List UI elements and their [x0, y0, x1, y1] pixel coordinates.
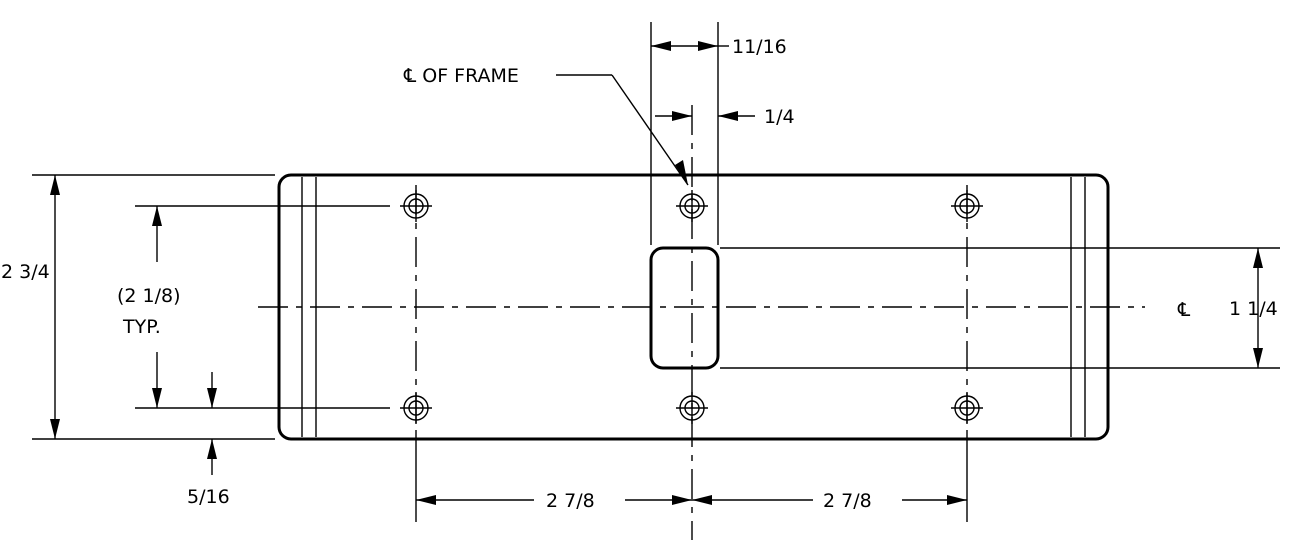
hole-edge-offset-label: 5/16 [187, 486, 230, 508]
hole-top-middle [676, 190, 708, 222]
center-slot [649, 246, 720, 370]
slot-height-label: 1 1/4 [1229, 298, 1278, 320]
hole-top-right [951, 190, 983, 222]
holes [400, 190, 983, 424]
centerline-frame-label: ℄ OF FRAME [403, 65, 519, 87]
hole-spacing-vertical-label: (2 1/8) [117, 285, 181, 307]
hole-bottom-right [951, 392, 983, 424]
dimension-hole-edge-offset: 5/16 [187, 372, 230, 508]
dimension-hole-spacing-vertical: (2 1/8) TYP. [117, 205, 390, 409]
dimension-centerline-offset: 1/4 [655, 106, 795, 128]
centerlines [258, 105, 1145, 540]
centerline-frame-callout: ℄ OF FRAME [403, 65, 689, 186]
hole-spacing-right-label: 2 7/8 [823, 490, 872, 512]
dimension-overall-height: 2 3/4 [1, 174, 275, 440]
hole-top-left [400, 190, 432, 222]
dimension-slot-width: 11/16 [650, 22, 787, 245]
hole-bottom-left [400, 392, 432, 424]
hole-bottom-middle [676, 392, 708, 424]
centerline-offset-label: 1/4 [764, 106, 795, 128]
overall-height-label: 2 3/4 [1, 261, 50, 283]
slot-width-label: 11/16 [732, 36, 787, 58]
hole-spacing-left-label: 2 7/8 [546, 490, 595, 512]
dimension-hole-spacing-horizontal: 2 7/8 2 7/8 [415, 430, 968, 522]
dimension-slot-height: ℄ 1 1/4 [720, 247, 1280, 369]
centerline-symbol: ℄ [1177, 299, 1191, 321]
hole-spacing-typ-label: TYP. [122, 316, 161, 338]
